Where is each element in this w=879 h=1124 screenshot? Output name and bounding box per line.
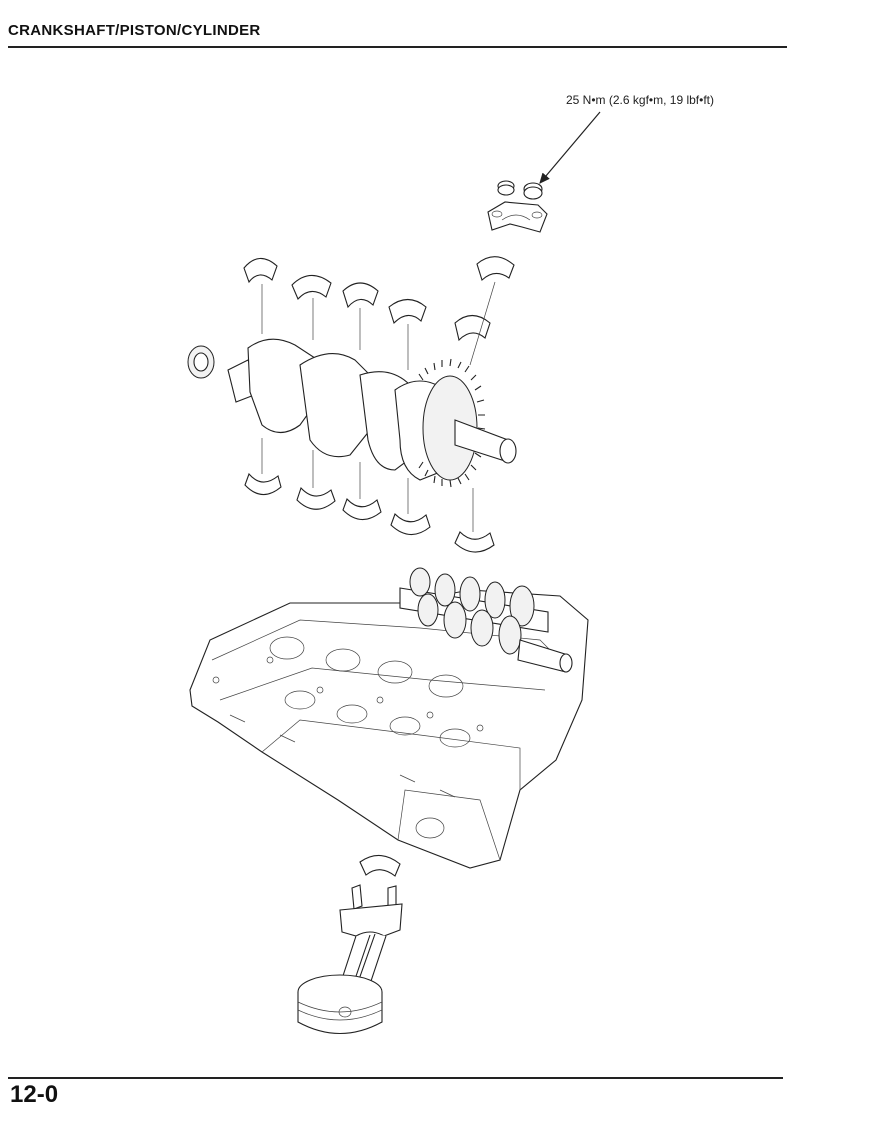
piston bbox=[297, 974, 383, 1035]
header-rule bbox=[8, 46, 787, 48]
cap-nuts bbox=[497, 180, 543, 200]
upper-main-bearing-shells bbox=[243, 256, 515, 370]
connecting-rod-bearing bbox=[359, 854, 401, 877]
torque-leader-arrow bbox=[539, 111, 601, 184]
crankcase-cylinder-block bbox=[189, 589, 589, 869]
torque-spec-callout: 25 N•m (2.6 kgf•m, 19 lbf•ft) bbox=[566, 93, 714, 107]
crankshaft bbox=[187, 338, 517, 488]
page-number: 12-0 bbox=[10, 1081, 59, 1108]
section-title: CRANKSHAFT/PISTON/CYLINDER bbox=[8, 22, 261, 39]
transmission-shafts bbox=[399, 567, 573, 673]
connecting-rod-cap bbox=[487, 201, 548, 233]
footer-rule bbox=[8, 1077, 783, 1079]
lower-main-bearing-shells bbox=[244, 438, 495, 553]
connecting-rod bbox=[339, 884, 403, 991]
